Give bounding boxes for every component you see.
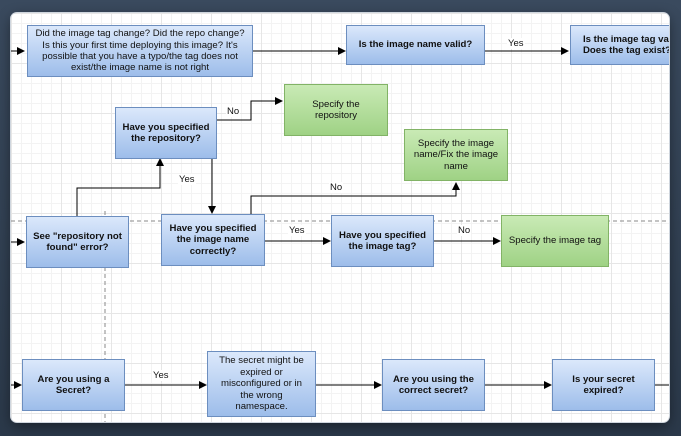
node-specified-repo[interactable]: Have you specified the repository? xyxy=(115,107,217,159)
edge-no-repo xyxy=(217,97,283,121)
node-specify-repo[interactable]: Specify the repository xyxy=(284,84,388,136)
node-secret-expired[interactable]: Is your secret expired? xyxy=(552,359,655,411)
node-repo-not-found[interactable]: See "repository not found" error? xyxy=(26,216,129,268)
edge-not-found-to-repo xyxy=(76,158,164,216)
edge-label-yes: Yes xyxy=(507,38,525,49)
edge-label-no: No xyxy=(457,225,472,236)
node-using-secret[interactable]: Are you using a Secret? xyxy=(22,359,125,411)
node-secret-expired-text[interactable]: The secret might be expired or misconfig… xyxy=(207,351,316,417)
node-image-name-valid[interactable]: Is the image name valid? xyxy=(346,25,485,65)
node-image-tag-valid[interactable]: Is the image tag valid? Does the tag exi… xyxy=(570,25,669,65)
node-specified-image-tag[interactable]: Have you specified the image tag? xyxy=(331,215,434,267)
edge-no-image-name xyxy=(250,182,460,214)
node-specify-image-tag[interactable]: Specify the image tag xyxy=(501,215,609,267)
diagram-canvas[interactable]: Yes No Yes No Yes No Yes Did the image t… xyxy=(11,13,669,422)
edge-label-yes: Yes xyxy=(178,174,196,185)
edge-label-yes: Yes xyxy=(288,225,306,236)
node-tag-change[interactable]: Did the image tag change? Did the repo c… xyxy=(27,25,253,77)
node-correct-secret[interactable]: Are you using the correct secret? xyxy=(382,359,485,411)
node-specified-image-name[interactable]: Have you specified the image name correc… xyxy=(161,214,265,266)
edge-label-no: No xyxy=(226,106,241,117)
edge-label-no: No xyxy=(329,182,344,193)
edge-label-yes: Yes xyxy=(152,370,170,381)
node-specify-image-name[interactable]: Specify the image name/Fix the image nam… xyxy=(404,129,508,181)
